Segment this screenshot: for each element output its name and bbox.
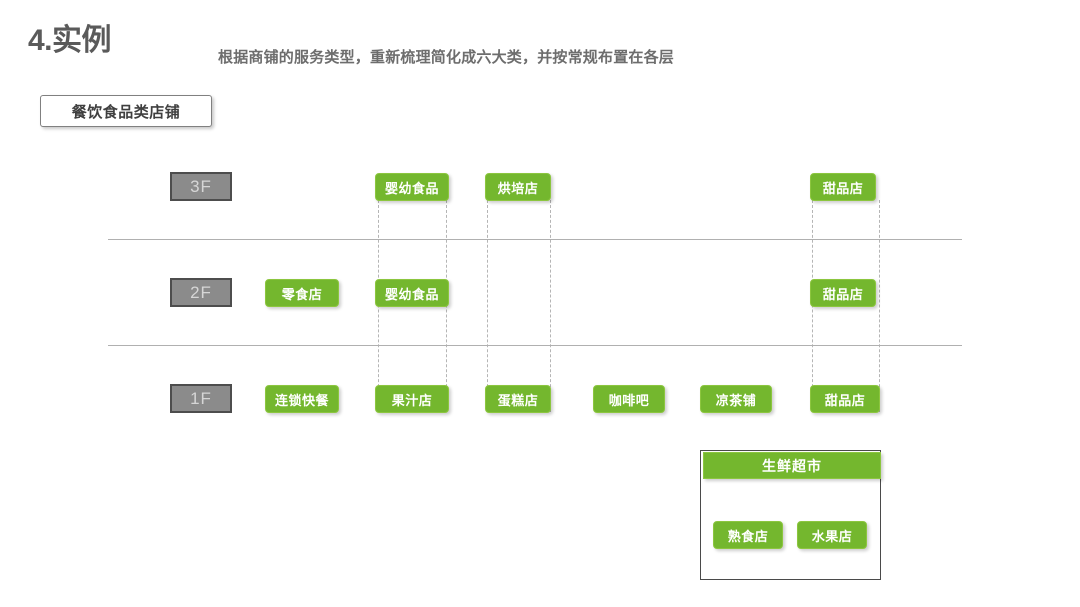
page-subtitle: 根据商铺的服务类型，重新梳理简化成六大类，并按常规布置在各层 bbox=[218, 49, 675, 66]
shop-tag[interactable]: 零食店 bbox=[265, 279, 339, 307]
category-chip: 餐饮食品类店铺 bbox=[40, 95, 212, 127]
shop-tag[interactable]: 蛋糕店 bbox=[485, 385, 551, 413]
shop-tag[interactable]: 连锁快餐 bbox=[265, 385, 339, 413]
shop-tag[interactable]: 婴幼食品 bbox=[375, 279, 449, 307]
shop-tag[interactable]: 水果店 bbox=[797, 521, 867, 549]
supermarket-title: 生鲜超市 bbox=[703, 452, 881, 479]
floor-divider-0 bbox=[108, 239, 962, 240]
floor-divider-1 bbox=[108, 345, 962, 346]
shop-tag[interactable]: 咖啡吧 bbox=[593, 385, 665, 413]
floor-label-3f: 3F bbox=[170, 172, 232, 201]
floor-label-1f: 1F bbox=[170, 384, 232, 413]
page-title: 4.实例 bbox=[28, 24, 112, 57]
shop-tag[interactable]: 婴幼食品 bbox=[375, 173, 449, 201]
shop-tag[interactable]: 甜品店 bbox=[810, 173, 876, 201]
dashed-connector-2 bbox=[487, 200, 488, 412]
shop-tag[interactable]: 甜品店 bbox=[810, 385, 880, 413]
shop-tag[interactable]: 果汁店 bbox=[375, 385, 449, 413]
dashed-connector-3 bbox=[550, 200, 551, 412]
floor-label-2f: 2F bbox=[170, 278, 232, 307]
shop-tag[interactable]: 烘培店 bbox=[485, 173, 551, 201]
shop-tag[interactable]: 甜品店 bbox=[810, 279, 876, 307]
shop-tag[interactable]: 凉茶铺 bbox=[700, 385, 772, 413]
dashed-connector-5 bbox=[879, 200, 880, 412]
shop-tag[interactable]: 熟食店 bbox=[713, 521, 783, 549]
